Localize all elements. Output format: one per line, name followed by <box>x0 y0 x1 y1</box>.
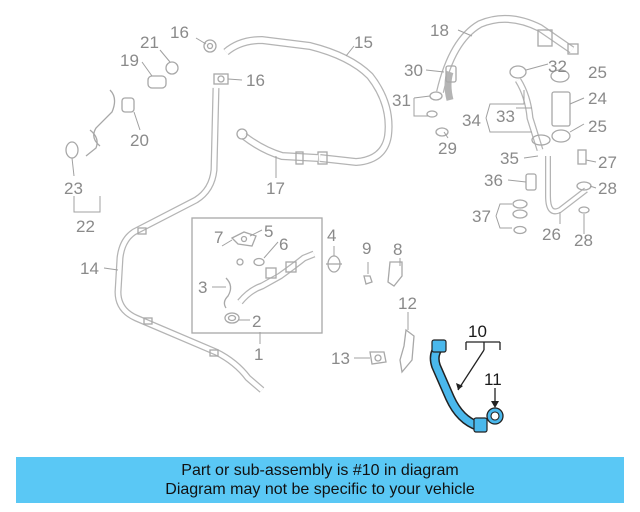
callout-16b: 16 <box>246 71 265 90</box>
callout-5: 5 <box>264 222 273 241</box>
callout-21: 21 <box>140 33 159 52</box>
callout-37: 37 <box>472 207 491 226</box>
callout-11: 11 <box>484 370 502 389</box>
banner-line-part-number: Part or sub-assembly is #10 in diagram <box>181 462 459 479</box>
callout-34: 34 <box>462 111 481 130</box>
parts-diagram: 1 2 3 4 5 6 7 8 9 10 11 12 13 14 15 16 1… <box>64 14 617 433</box>
callout-26: 26 <box>542 225 561 244</box>
adapter-22-23 <box>65 129 98 159</box>
pipes-26-28-35-37 <box>512 149 592 235</box>
leader-lines <box>71 29 597 408</box>
callout-19: 19 <box>120 51 139 70</box>
cap-4 <box>326 255 342 273</box>
sensor-19-21 <box>93 61 179 147</box>
callout-2: 2 <box>252 312 261 331</box>
callout-15: 15 <box>354 33 373 52</box>
callout-36: 36 <box>484 171 503 190</box>
callout-28a: 28 <box>598 179 617 198</box>
callout-17: 17 <box>266 179 285 198</box>
callout-35: 35 <box>500 149 519 168</box>
callout-14: 14 <box>80 259 99 278</box>
callout-32: 32 <box>548 57 567 76</box>
callout-16a: 16 <box>170 23 189 42</box>
coolant-hose-18 <box>436 14 579 101</box>
bracket-12-13 <box>369 328 415 374</box>
callout-labels: 1 2 3 4 5 6 7 8 9 10 11 12 13 14 15 16 1… <box>64 21 617 389</box>
callout-24: 24 <box>588 89 607 108</box>
callout-33: 33 <box>496 107 515 126</box>
callout-3: 3 <box>198 278 207 297</box>
callout-20: 20 <box>130 131 149 150</box>
callout-28b: 28 <box>574 231 593 250</box>
info-banner: Part or sub-assembly is #10 in diagram D… <box>16 457 624 503</box>
callout-22: 22 <box>76 217 95 236</box>
callout-18: 18 <box>430 21 449 40</box>
subassembly-box-1 <box>191 217 323 334</box>
callout-12: 12 <box>398 294 417 313</box>
bracket-8-9 <box>363 261 403 287</box>
banner-line-disclaimer: Diagram may not be specific to your vehi… <box>165 481 475 498</box>
coolant-hose-17 <box>236 128 319 165</box>
callout-6: 6 <box>279 235 288 254</box>
callout-29: 29 <box>438 139 457 158</box>
highlighted-ring-11 <box>486 407 504 425</box>
callout-10: 10 <box>468 322 487 341</box>
coolant-hose-15 <box>223 35 393 167</box>
coolant-pipe-14 <box>114 87 265 393</box>
clamp-16 <box>203 39 229 85</box>
callout-4: 4 <box>327 226 336 245</box>
callout-25b: 25 <box>588 117 607 136</box>
callout-31: 31 <box>392 91 411 110</box>
callout-25a: 25 <box>588 63 607 82</box>
fittings-29-34 <box>426 65 571 152</box>
highlighted-pipe-10 <box>429 339 488 433</box>
callout-13: 13 <box>331 349 350 368</box>
callout-7: 7 <box>214 228 223 247</box>
callout-9: 9 <box>362 239 371 258</box>
callout-27: 27 <box>598 153 617 172</box>
callout-30: 30 <box>404 61 423 80</box>
callout-1: 1 <box>254 345 263 364</box>
callout-23: 23 <box>64 179 83 198</box>
callout-8: 8 <box>393 240 402 259</box>
